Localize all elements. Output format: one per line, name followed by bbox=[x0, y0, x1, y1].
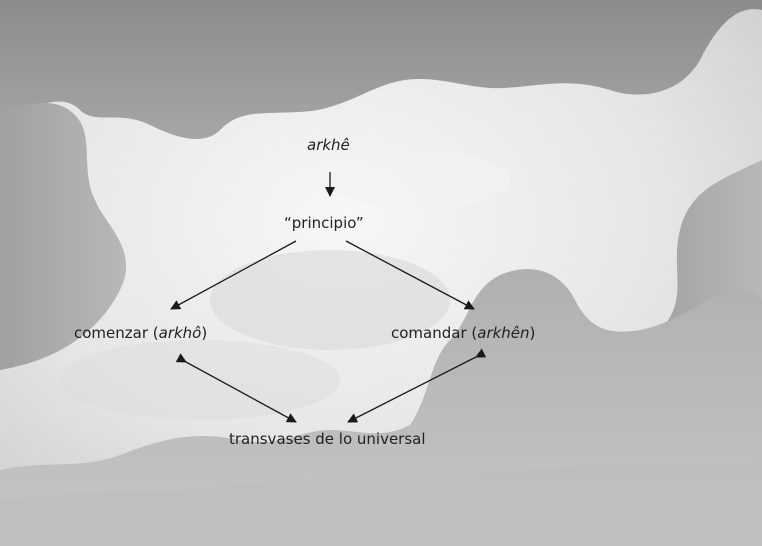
label-comandar-suffix: ) bbox=[530, 324, 536, 342]
label-comenzar-suffix: ) bbox=[201, 324, 207, 342]
arrow-principio-to-comenzar bbox=[171, 241, 296, 309]
label-comandar-term: arkhên bbox=[477, 324, 529, 342]
label-comandar: comandar (arkhên) bbox=[391, 324, 535, 342]
label-principio: “principio” bbox=[284, 214, 364, 232]
label-comandar-prefix: comandar ( bbox=[391, 324, 477, 342]
label-comenzar-term: arkhô bbox=[159, 324, 202, 342]
label-arkhe: arkhê bbox=[307, 136, 350, 154]
arrow-principio-to-comandar bbox=[346, 241, 474, 309]
arrow-comandar-transvases bbox=[348, 357, 476, 422]
label-comenzar-prefix: comenzar ( bbox=[74, 324, 159, 342]
arrow-comenzar-transvases bbox=[186, 362, 296, 422]
label-comenzar: comenzar (arkhô) bbox=[74, 324, 207, 342]
label-transvases: transvases de lo universal bbox=[229, 430, 426, 448]
